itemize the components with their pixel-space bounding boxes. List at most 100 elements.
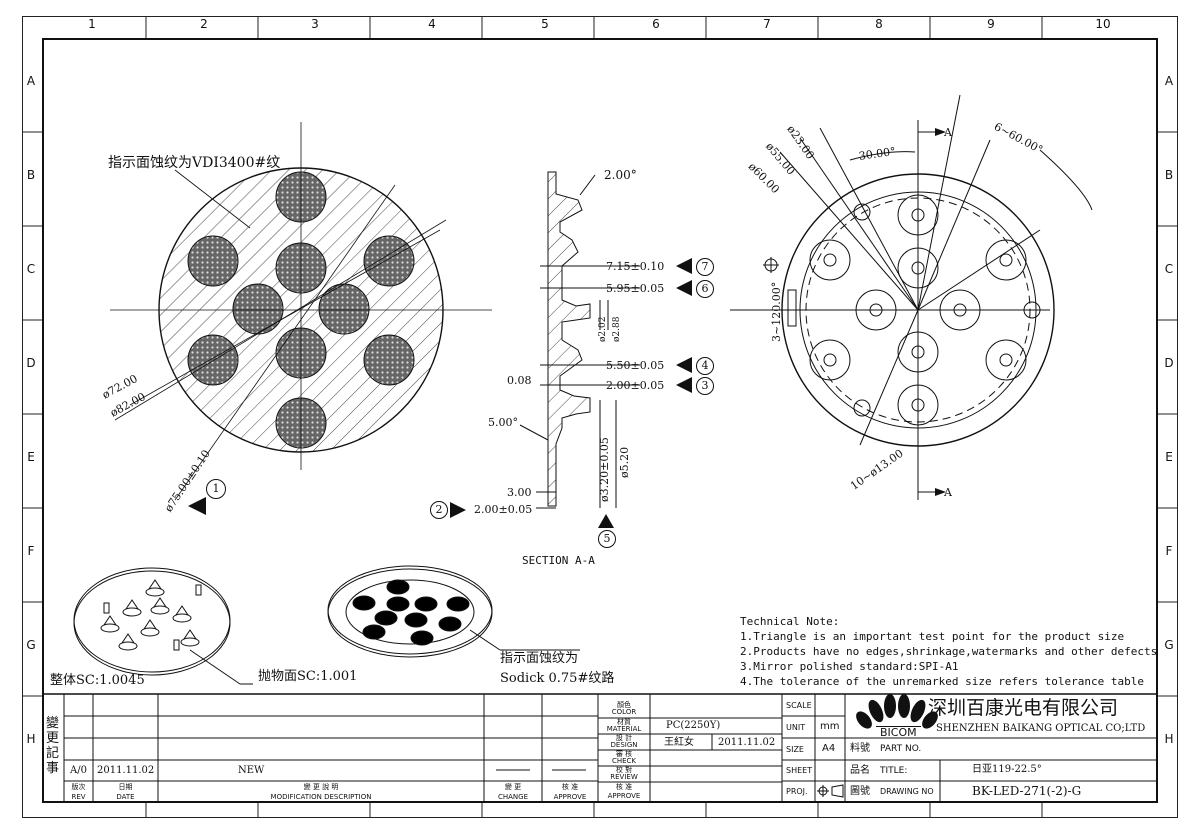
section-title: SECTION A-A bbox=[522, 554, 595, 567]
section-dim-v1: ø2.02 bbox=[598, 316, 608, 342]
approve-cn: 核 准 bbox=[615, 783, 633, 791]
inner-border bbox=[42, 38, 1158, 803]
section-angle-top: 2.00° bbox=[604, 168, 637, 182]
right-cut-top: A bbox=[944, 126, 952, 139]
grid-row-b-left: B bbox=[26, 168, 36, 182]
iso-right-note-2: Sodick 0.75#纹路 bbox=[500, 671, 615, 686]
section-dim-4: 2.00±0.05 bbox=[606, 379, 665, 392]
check-cn: 審 核 bbox=[615, 750, 633, 758]
revision-side-label: 變更記事 bbox=[46, 716, 60, 776]
tech-note-line-2: 2.Products have no edges,shrinkage,water… bbox=[740, 645, 1158, 658]
hdr-date-cn: 日期 bbox=[118, 783, 133, 791]
front-view bbox=[110, 122, 492, 515]
grid-row-c-right: C bbox=[1164, 262, 1174, 276]
scale-label: SCALE bbox=[786, 701, 812, 710]
section-angle-left: 5.00° bbox=[488, 416, 518, 429]
section-marker-4: 4 bbox=[696, 357, 714, 375]
technical-note: Technical Note: 1.Triangle is an importa… bbox=[740, 614, 1157, 689]
title-value: 日亚119-22.5° bbox=[972, 764, 1042, 775]
right-view bbox=[730, 94, 1093, 500]
section-dim-v4: ø5.20 bbox=[618, 446, 631, 478]
grid-row-b-right: B bbox=[1164, 168, 1174, 182]
unit-label: UNIT bbox=[786, 723, 806, 732]
section-view bbox=[519, 171, 640, 509]
iso-left bbox=[73, 567, 253, 685]
size-value: A4 bbox=[822, 743, 836, 754]
tech-note-title: Technical Note: bbox=[740, 615, 840, 628]
approve-en: APPROVE bbox=[607, 792, 641, 800]
check-en: CHECK bbox=[611, 757, 637, 765]
tech-note-line-1: 1.Triangle is an important test point fo… bbox=[740, 630, 1125, 643]
front-marker: 1 bbox=[206, 479, 226, 499]
bicom-logo-text: BICOM bbox=[876, 726, 921, 739]
hdr-change-cn: 變 更 bbox=[504, 783, 522, 791]
grid-row-g-right: G bbox=[1164, 638, 1174, 652]
designer-name: 王紅女 bbox=[664, 737, 694, 748]
iso-left-scale: 整体SC:1.0045 bbox=[50, 673, 145, 688]
grid-row-f-right: F bbox=[1165, 544, 1173, 558]
design-en: DESIGN bbox=[610, 741, 638, 749]
grid-row-a-left: A bbox=[26, 74, 36, 88]
iso-mirror-note: 抛物面SC:1.001 bbox=[258, 669, 358, 684]
iso-right-note-1: 指示面蚀纹为 bbox=[500, 651, 579, 666]
grid-col-4: 4 bbox=[428, 17, 436, 31]
material-cn: 材質 bbox=[617, 718, 631, 726]
hdr-change-en: CHANGE bbox=[497, 793, 529, 801]
right-cut-bottom: A bbox=[944, 486, 952, 499]
drawing-no: BK-LED-271(-2)-G bbox=[972, 784, 1082, 798]
rev-value: A/0 bbox=[70, 765, 87, 776]
section-dim-300: 3.00 bbox=[507, 486, 532, 499]
part-no-en: PART NO. bbox=[880, 744, 922, 754]
outer-border bbox=[22, 16, 1178, 818]
size-label: SIZE bbox=[786, 745, 804, 754]
grid-col-6: 6 bbox=[652, 17, 660, 31]
proj-label: PROJ. bbox=[786, 787, 808, 796]
grid-col-8: 8 bbox=[875, 17, 883, 31]
projection-symbol bbox=[817, 784, 844, 798]
tech-note-line-4: 4.The tolerance of the unremarked size r… bbox=[740, 675, 1144, 688]
grid-row-g-left: G bbox=[26, 638, 36, 652]
grid-col-3: 3 bbox=[311, 17, 319, 31]
unit-value: mm bbox=[820, 721, 840, 732]
tech-note-line-3: 3.Mirror polished standard:SPI-A1 bbox=[740, 660, 959, 673]
grid-row-e-right: E bbox=[1165, 450, 1173, 464]
section-marker-6: 6 bbox=[696, 280, 714, 298]
hdr-rev-en: REV bbox=[71, 793, 86, 801]
title-en: TITLE: bbox=[880, 766, 908, 776]
sheet-label: SHEET bbox=[786, 766, 813, 775]
hdr-approve-cn: 核 准 bbox=[561, 783, 579, 791]
hdr-approve-en: APPROVE bbox=[553, 793, 587, 801]
hdr-date-en: DATE bbox=[116, 793, 135, 801]
review-cn: 校 對 bbox=[615, 766, 633, 774]
grid-row-f-left: F bbox=[27, 544, 35, 558]
part-no-cn: 料號 bbox=[850, 743, 870, 754]
grid-row-h-left: H bbox=[26, 732, 36, 746]
design-cn: 設 計 bbox=[615, 734, 633, 742]
section-dim-v2: ø2.88 bbox=[612, 316, 622, 342]
title-block-lines bbox=[42, 693, 1158, 803]
section-dim-1: 7.15±0.10 bbox=[606, 260, 665, 273]
section-marker-7: 7 bbox=[696, 258, 714, 276]
section-marker-3: 3 bbox=[696, 377, 714, 395]
grid-col-9: 9 bbox=[987, 17, 995, 31]
section-dim-3: 5.50±0.05 bbox=[606, 359, 665, 372]
color-cn: 顏色 bbox=[617, 701, 631, 709]
company-name-cn: 深圳百康光电有限公司 bbox=[928, 697, 1119, 719]
color-en: COLOR bbox=[611, 708, 637, 716]
section-dim-008: 0.08 bbox=[507, 374, 532, 387]
grid-col-5: 5 bbox=[541, 17, 549, 31]
drawing-en: DRAWING NO bbox=[880, 787, 934, 796]
grid-col-10: 10 bbox=[1095, 17, 1111, 31]
hdr-desc-en: MODIFICATION DESCRIPTION bbox=[270, 793, 372, 801]
grid-col-7: 7 bbox=[763, 17, 771, 31]
grid-row-h-right: H bbox=[1164, 732, 1174, 746]
section-marker-2: 2 bbox=[430, 501, 448, 519]
section-marker-5: 5 bbox=[598, 530, 616, 548]
section-dim-2: 5.95±0.05 bbox=[606, 282, 665, 295]
front-texture-note: 指示面蚀纹为VDI3400#纹 bbox=[108, 155, 281, 171]
grid-row-a-right: A bbox=[1164, 74, 1174, 88]
grid-col-1: 1 bbox=[88, 17, 96, 31]
review-en: REVIEW bbox=[610, 773, 638, 781]
iso-right bbox=[327, 565, 580, 658]
